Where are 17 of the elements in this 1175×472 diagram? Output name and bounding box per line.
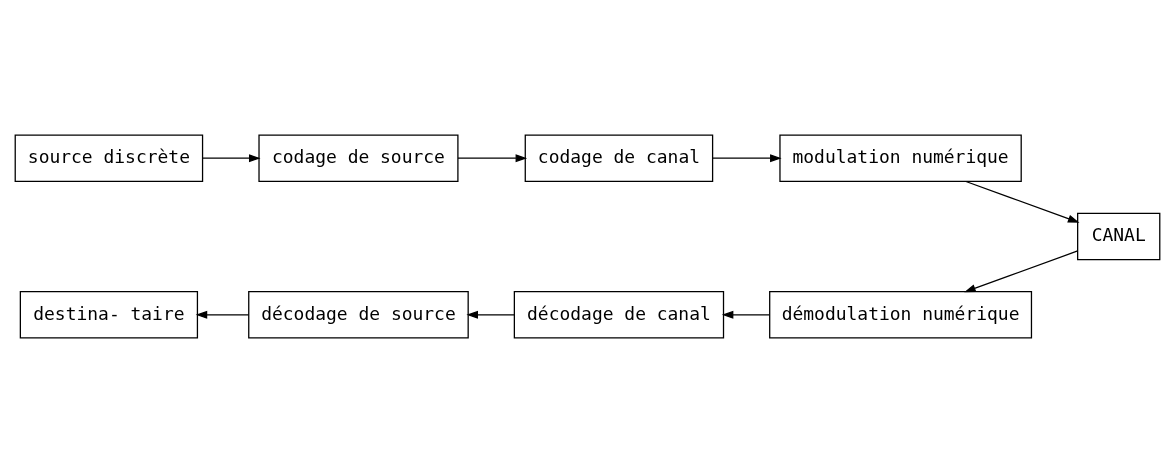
node-box: modulation numérique <box>779 134 1022 182</box>
node-box: décodage de canal <box>513 290 725 338</box>
arrow <box>202 153 261 162</box>
arrow <box>965 180 1080 223</box>
node-box: destina- taire <box>19 290 199 338</box>
arrow <box>964 249 1079 292</box>
node-box: CANAL <box>1077 212 1161 260</box>
node-box: décodage de source <box>248 290 469 338</box>
node-box: démodulation numérique <box>769 290 1033 338</box>
arrow <box>466 310 515 319</box>
arrow <box>712 153 782 162</box>
node-box: codage de canal <box>524 134 714 182</box>
arrow <box>195 310 250 319</box>
node-box: codage de source <box>258 134 459 182</box>
arrow <box>721 310 771 319</box>
arrow <box>457 153 528 162</box>
node-box: source discrète <box>14 134 204 182</box>
